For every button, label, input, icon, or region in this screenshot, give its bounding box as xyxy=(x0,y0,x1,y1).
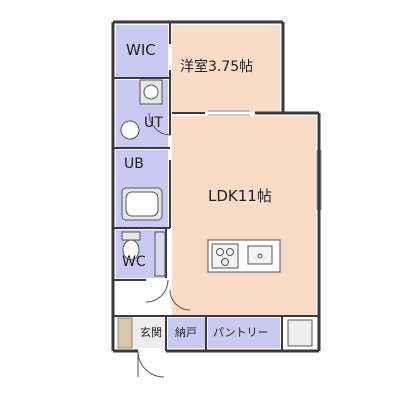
exterior-walls xyxy=(111,20,321,353)
door-swings xyxy=(137,112,191,378)
kitchen-sink-drain xyxy=(257,253,263,259)
refrigerator-space xyxy=(287,319,313,347)
room-label-ut: UT xyxy=(144,115,163,131)
pantry-floor xyxy=(208,318,280,348)
room-label-pantry: パントリー xyxy=(213,326,269,339)
room-label-entrance: 玄関 xyxy=(140,326,162,339)
stove xyxy=(211,243,239,269)
bedroom-floor xyxy=(172,25,280,112)
storage-floor xyxy=(168,318,206,348)
room-label-ub: UB xyxy=(124,156,144,172)
ldk-floor xyxy=(172,116,316,316)
interior-walls xyxy=(113,22,319,351)
wc-counter xyxy=(154,231,166,277)
wic-floor xyxy=(116,25,168,77)
burner-2 xyxy=(226,248,234,256)
room-label-ldk: LDK11帖 xyxy=(208,187,272,205)
room-label-wic: WIC xyxy=(126,41,156,59)
room-label-wc: WC xyxy=(122,254,146,270)
entrance-step xyxy=(117,317,133,349)
room-label-storage: 納戸 xyxy=(175,326,197,339)
burner-3 xyxy=(221,258,229,266)
washbasin-bowl xyxy=(143,84,159,100)
burner-1 xyxy=(216,248,224,256)
bathtub-inner xyxy=(125,191,159,217)
room-label-bedroom: 洋室3.75帖 xyxy=(180,59,254,75)
washing-machine-drain xyxy=(120,120,140,140)
windows xyxy=(208,110,322,210)
toilet-tank xyxy=(121,231,141,241)
toilet-bowl xyxy=(122,239,140,261)
kitchen-sink xyxy=(247,245,273,265)
